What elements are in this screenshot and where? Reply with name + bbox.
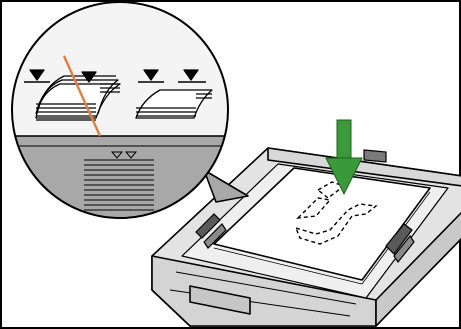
side-guide-left: [195, 213, 227, 249]
magnifier-pointer: [203, 169, 249, 203]
limit-mark-triangle-wrong-2: [81, 71, 97, 83]
tray-handle: [189, 285, 251, 315]
limit-mark-triangle-wrong-1: [29, 69, 45, 81]
magnifier-rim: [11, 1, 229, 219]
end-guide: [363, 149, 387, 163]
side-guide-right: [385, 223, 415, 264]
limit-mark-small-1: [110, 151, 124, 159]
paper-stack: [213, 167, 431, 285]
limit-mark-small-2: [124, 151, 138, 159]
limit-mark-triangle-correct-2: [183, 69, 199, 81]
limit-mark-triangle-correct-1: [143, 69, 159, 81]
correct-loading-stack: [135, 69, 213, 119]
wrong-loading-stack: [24, 69, 121, 121]
prohibit-slash: [62, 55, 102, 137]
tray-grip-lines: [84, 159, 154, 211]
insert-arrow: [325, 119, 363, 196]
